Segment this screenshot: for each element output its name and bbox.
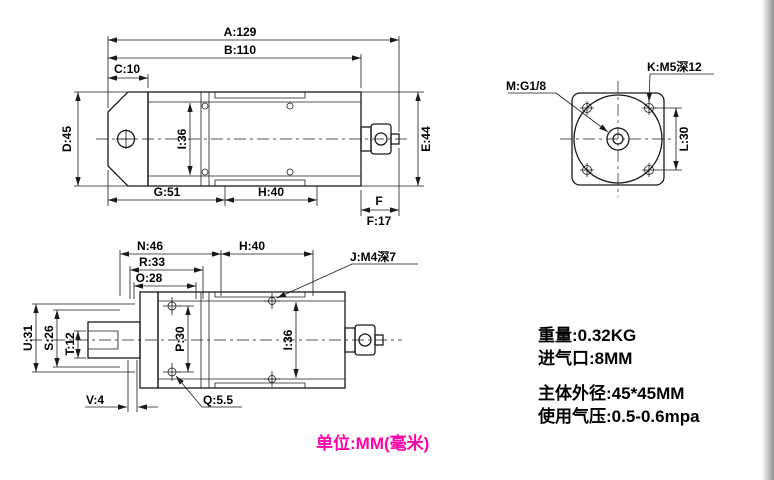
- callout-M: M:G1/8: [506, 79, 608, 132]
- dim-R: R:33: [129, 255, 204, 299]
- spec-inlet: 进气口:8MM: [538, 349, 633, 368]
- leader-line: [646, 73, 714, 103]
- hole-crosshairs: [163, 293, 280, 387]
- corner-hole-crosshairs: [580, 101, 656, 177]
- dim-label-H: H:40: [239, 239, 265, 253]
- dim-label-I: I:36: [175, 128, 189, 149]
- dim-A: A:129: [107, 25, 400, 132]
- fitting-port: [358, 333, 372, 347]
- dim-label-B: B:110: [224, 43, 256, 57]
- ext-lines: [107, 36, 400, 132]
- callout-label-J: J:M4深7: [350, 249, 396, 264]
- dim-label-L: L:30: [677, 126, 691, 151]
- spec-pressure: 使用气压:0.5-0.6mpa: [538, 407, 700, 426]
- dim-I-bottom: I:36: [281, 302, 299, 378]
- hole-crosshair: [116, 129, 136, 149]
- dim-V: V:4: [85, 360, 158, 412]
- dim-label-P: P:30: [173, 326, 187, 352]
- dim-label-O: O:28: [136, 271, 163, 285]
- callout-K: K:M5深12: [646, 59, 714, 103]
- arm-outline: [87, 321, 141, 359]
- fitting-port: [374, 132, 388, 146]
- dim-label-T: T:12: [63, 332, 77, 356]
- dim-L: L:30: [655, 107, 691, 171]
- callout-Q: Q:5.5: [175, 375, 242, 408]
- leader-line: [276, 263, 418, 299]
- dim-I-top: I:36: [175, 103, 193, 175]
- callout-J: J:M4深7: [276, 249, 418, 299]
- dim-S: S:26: [42, 309, 120, 368]
- dim-label-S: S:26: [42, 325, 56, 351]
- dim-B: B:110: [108, 43, 362, 88]
- body-internal-lines: [148, 92, 361, 186]
- dim-U: U:31: [21, 303, 135, 373]
- ext-lines: [361, 91, 424, 187]
- dim-label-N: N:46: [137, 239, 163, 253]
- dim-label-U: U:31: [21, 325, 35, 351]
- dim-T: T:12: [63, 330, 86, 359]
- dim-N: N:46: [119, 239, 222, 296]
- leader-line: [508, 92, 608, 132]
- dim-F: F F:17: [360, 148, 400, 228]
- unit-note: 单位:MM(毫米): [316, 434, 430, 453]
- dim-P: P:30: [173, 305, 194, 373]
- dim-label-R: R:33: [139, 255, 165, 269]
- leader-line: [175, 375, 242, 408]
- dim-O: O:28: [133, 271, 197, 299]
- ext-lines: [127, 360, 138, 412]
- spec-body-size: 主体外径:45*45MM: [538, 384, 685, 403]
- callout-label-M: M:G1/8: [506, 79, 546, 93]
- dim-label-I: I:36: [281, 329, 295, 350]
- page-edge-shadow: [762, 0, 774, 480]
- dim-label-F-letter: F: [375, 194, 382, 208]
- dim-C: C:10: [108, 62, 149, 88]
- dim-H-bottom: H:40: [221, 239, 314, 296]
- callout-label-Q: Q:5.5: [203, 393, 233, 407]
- fitting-nipple: [374, 334, 384, 346]
- ext-lines: [32, 303, 135, 373]
- end-view: M:G1/8 K:M5深12 L:30: [506, 59, 714, 197]
- dim-label-C: C:10: [114, 62, 140, 76]
- ext-lines: [53, 309, 120, 368]
- body-groove-lines: [214, 92, 306, 186]
- top-side-view: A:129 B:110 C:10 D:45 I:36 E:44: [60, 25, 433, 228]
- dim-D: D:45: [60, 91, 128, 187]
- body-groove-lines: [214, 292, 306, 388]
- end-face-outline: [571, 92, 665, 186]
- dim-label-A: A:129: [224, 25, 257, 39]
- dim-label-E: E:44: [419, 126, 433, 152]
- body-internal-lines: [158, 292, 345, 388]
- body-circle: [573, 94, 663, 184]
- dim-H-top: H:40: [225, 185, 318, 206]
- dim-G: G:51: [107, 170, 226, 206]
- spec-block: 重量:0.32KG 进气口:8MM 主体外径:45*45MM 使用气压:0.5-…: [538, 324, 700, 428]
- spec-weight: 重量:0.32KG: [538, 326, 637, 345]
- arm-slot: [88, 330, 119, 350]
- callout-label-K: K:M5深12: [647, 59, 702, 74]
- screw-hole: [201, 168, 209, 176]
- ext-lines: [74, 91, 128, 187]
- dim-label-G: G:51: [154, 185, 181, 199]
- dim-label-V: V:4: [86, 393, 104, 407]
- ext-lines: [119, 250, 222, 296]
- dim-label-F: F:17: [367, 214, 392, 228]
- dim-E: E:44: [361, 91, 433, 187]
- screw-hole: [286, 102, 294, 110]
- fitting-nipple: [390, 133, 400, 145]
- bottom-side-view: N:46 H:40 R:33 O:28 J:M4深7 U:31: [21, 239, 418, 412]
- screw-hole: [286, 168, 294, 176]
- dim-label-H: H:40: [258, 185, 284, 199]
- screw-hole: [201, 102, 209, 110]
- dim-label-D: D:45: [60, 126, 74, 152]
